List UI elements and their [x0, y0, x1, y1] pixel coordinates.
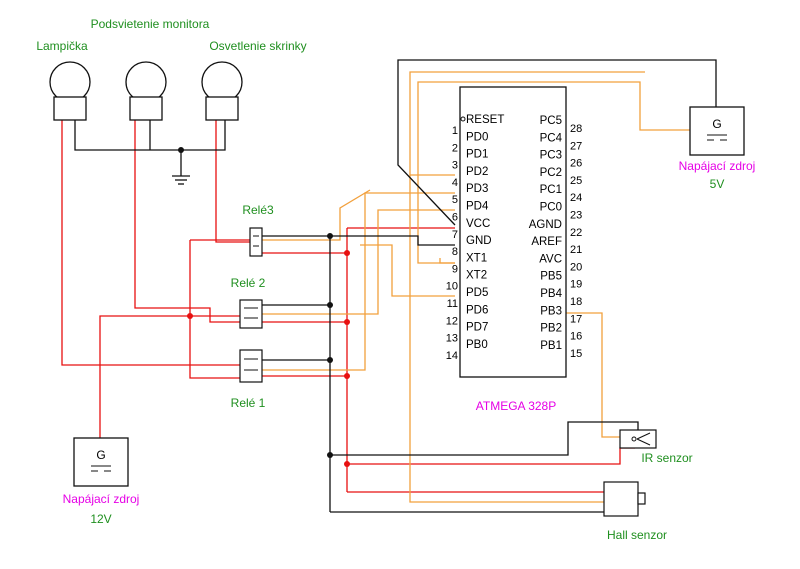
label-relay3: Relé3	[242, 203, 274, 217]
chip-pin-right-name: PB3	[540, 305, 562, 317]
chip-pin-right-name: AREF	[531, 236, 562, 248]
black-wires	[74, 59, 717, 513]
chip-pin-right-name: AVC	[539, 253, 562, 265]
chip-pin-left-name: PD5	[466, 287, 488, 299]
chip-pin-left-name: GND	[466, 235, 492, 247]
chip-pin-left-name: VCC	[466, 218, 490, 230]
chip-pin-right-name: PC1	[540, 184, 562, 196]
psu12-title: Napájací zdroj	[63, 492, 140, 506]
chip-pin-left-num: 10	[446, 281, 458, 293]
chip-pin-right-name: PC2	[540, 167, 562, 179]
chip-pin-right-num: 23	[570, 210, 582, 222]
relay-2	[239, 299, 263, 329]
psu12-letter: G	[96, 448, 105, 462]
label-monitor: Podsvietenie monitora	[91, 17, 210, 31]
chip-pin-left-num: 13	[446, 333, 458, 345]
bulb-cabinet	[201, 61, 243, 121]
chip-pin-left-num: 11	[447, 298, 458, 310]
chip-pin-right-num: 22	[570, 227, 582, 239]
chip-pin-left-num: 6	[452, 212, 458, 224]
chip-pin-right-name: PB5	[540, 271, 562, 283]
label-relay1: Relé 1	[231, 396, 266, 410]
chip-pin-right-name: PB1	[540, 340, 562, 352]
chip-pin-left-name: PD7	[466, 322, 488, 334]
chip-pin-right-num: 15	[570, 348, 582, 360]
chip-pin-left-num: 3	[452, 160, 458, 172]
chip-pin-right-num: 16	[570, 331, 582, 343]
chip-pin-right-num: 27	[570, 140, 582, 152]
label-lamp: Lampička	[36, 39, 88, 53]
chip-pin-left-num: 2	[452, 142, 458, 154]
chip-pin-left-name: PD4	[466, 201, 489, 213]
label-chip: ATMEGA 328P	[476, 399, 556, 413]
chip-pin-left-num: 7	[452, 229, 458, 241]
hall-sensor	[603, 481, 646, 517]
bulb-lamp	[49, 61, 91, 121]
label-cabinet: Osvetlenie skrinky	[209, 39, 306, 53]
chip-pin-left-num: 8	[452, 246, 458, 258]
chip-pin-left-num: 1	[452, 125, 458, 137]
chip-pin-left-name: PD2	[466, 166, 488, 178]
ir-sensor	[619, 429, 657, 449]
chip-pin-left-name: PD0	[466, 131, 488, 143]
label-relay2: Relé 2	[231, 276, 266, 290]
orange-wires	[262, 71, 690, 503]
chip-pin-right-name: PC4	[540, 132, 563, 144]
chip-pin-right-name: PC3	[540, 150, 562, 162]
psu5-letter: G	[712, 117, 721, 131]
psu12-voltage: 12V	[90, 512, 111, 526]
chip-pin-left-name: XT2	[466, 270, 487, 282]
chip-pin-left-name: PD6	[466, 304, 488, 316]
chip-pin-left-num: 4	[452, 177, 458, 189]
relay-3	[249, 227, 263, 257]
chip-pin-right-name: PC5	[540, 115, 562, 127]
chip-pin-left-num: 14	[446, 350, 458, 362]
chip-pin-left-num: 12	[446, 315, 458, 327]
chip-pin-left-name: RESET	[466, 114, 504, 126]
chip-pin-right-name: PB4	[540, 288, 562, 300]
label-ir: IR senzor	[641, 451, 692, 465]
chip-pin-left-name: PD1	[466, 149, 488, 161]
chip-pin-left-name: PB0	[466, 339, 488, 351]
chip-pin-right-num: 19	[570, 279, 582, 291]
psu-5v: G	[689, 106, 745, 156]
chip-pin-left-num: 9	[452, 263, 458, 275]
psu5-voltage: 5V	[710, 177, 725, 191]
chip-pin-right-name: PB2	[540, 323, 562, 335]
relay-1	[239, 349, 263, 383]
chip-pin-left-name: XT1	[466, 252, 487, 264]
chip-pin-right-num: 26	[570, 158, 582, 170]
chip-pin-right-num: 24	[570, 192, 582, 204]
chip-pin-left-num: 5	[452, 194, 458, 206]
chip-pin-right-num: 21	[570, 244, 582, 256]
chip-pin-right-num: 17	[570, 313, 582, 325]
chip-pin-left-name: PD3	[466, 183, 488, 195]
chip-pin-right-num: 28	[570, 123, 582, 135]
psu5-title: Napájací zdroj	[679, 159, 756, 173]
label-hall: Hall senzor	[607, 528, 667, 542]
chip-pin-right-num: 20	[570, 261, 582, 273]
psu-12v: G	[73, 437, 129, 487]
chip-pin-right-name: PC0	[540, 202, 562, 214]
chip-pin-right-name: AGND	[529, 219, 562, 231]
chip-pin-right-num: 18	[570, 296, 582, 308]
bulb-monitor	[125, 61, 167, 121]
junctions	[178, 147, 350, 467]
chip-pin-right-num: 25	[570, 175, 582, 187]
